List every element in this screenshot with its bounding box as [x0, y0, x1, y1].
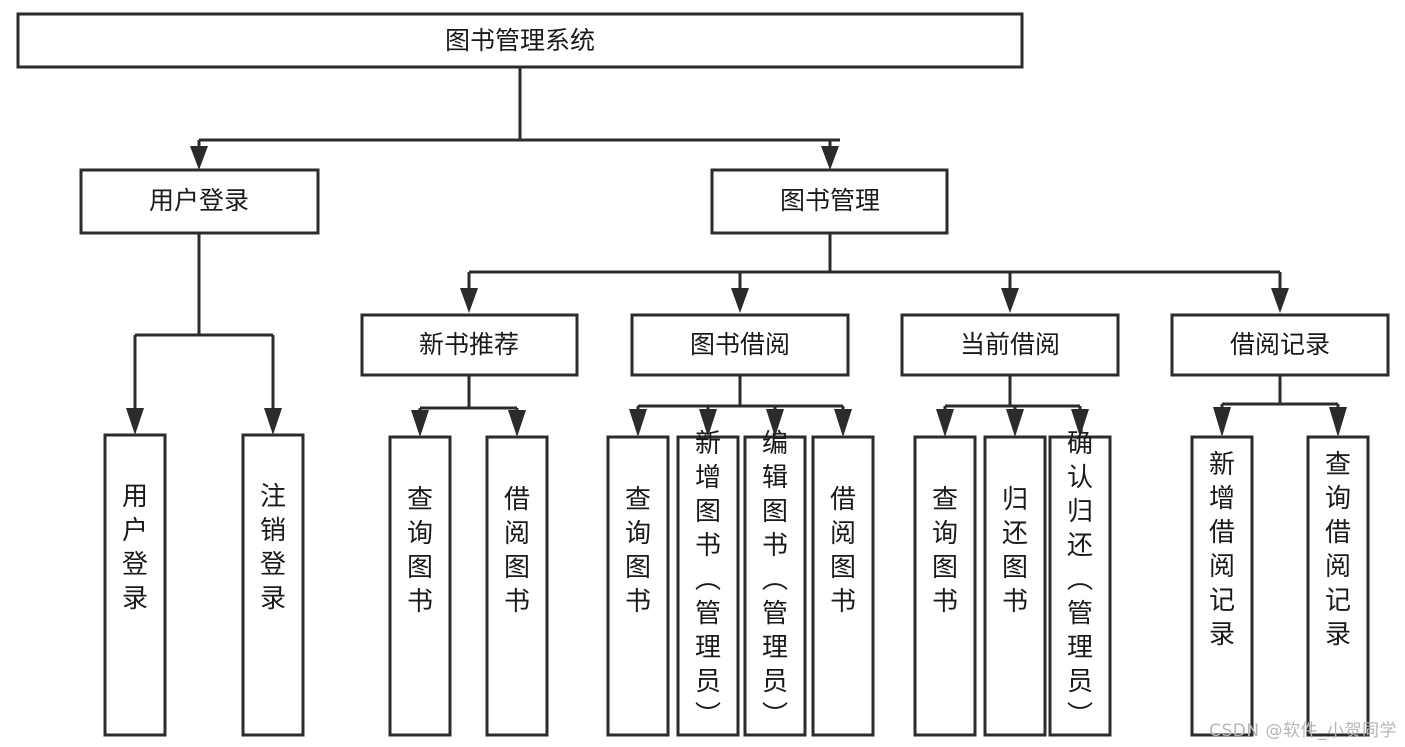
arrow-head-icon: [264, 408, 282, 435]
node-box: [900, 313, 1120, 377]
connector-root-to-level2: [190, 67, 840, 170]
node-box: [1170, 313, 1390, 377]
arrow-head-icon: [936, 409, 954, 437]
leaf-label-query-book-1: 查询图书: [407, 485, 433, 617]
node-box: [241, 433, 305, 737]
node-label-current-borrow: 当前借阅: [960, 330, 1060, 359]
leaf-label-borrow-book-1: 借阅图书: [504, 485, 530, 617]
node-box: [710, 168, 949, 235]
node-book-management[interactable]: 图书管理: [710, 168, 949, 235]
arrow-head-icon: [460, 288, 478, 313]
arrow-head-icon: [1329, 407, 1347, 437]
arrow-head-icon: [1213, 407, 1231, 437]
arrow-head-icon: [1271, 288, 1289, 313]
arrow-head-icon: [411, 410, 429, 437]
node-box: [1306, 435, 1370, 737]
node-label-borrow-record: 借阅记录: [1230, 330, 1330, 359]
arrow-head-icon: [1001, 288, 1019, 313]
node-new-book-recommend[interactable]: 新书推荐: [360, 313, 579, 377]
node-leaf-query-book-2[interactable]: 查询图书: [606, 435, 670, 737]
node-box: [630, 313, 850, 377]
node-box: [388, 435, 452, 737]
node-label-user-login: 用户登录: [149, 186, 249, 215]
leaf-label-user-login: 用户登录: [122, 482, 148, 614]
arrow-head-icon: [834, 409, 852, 437]
node-leaf-logout-login[interactable]: 注销登录: [241, 433, 305, 737]
leaf-label-return-book: 归还图书: [1002, 485, 1028, 617]
node-box: [606, 435, 670, 737]
leaf-label-query-book-3: 查询图书: [932, 485, 958, 617]
arrow-head-icon: [126, 408, 144, 435]
node-box: [983, 435, 1047, 737]
node-label-new-book-recommend: 新书推荐: [419, 330, 519, 359]
node-leaf-query-book-1[interactable]: 查询图书: [388, 435, 452, 737]
arrow-head-icon: [508, 410, 526, 437]
node-leaf-add-borrow-record[interactable]: 新增借阅记录: [1190, 435, 1254, 737]
node-leaf-return-book[interactable]: 归还图书: [983, 435, 1047, 737]
connector-currentborrow-to-leaves: [936, 375, 1089, 437]
arrow-head-icon: [1071, 409, 1089, 437]
arrow-head-icon: [731, 288, 749, 313]
node-leaf-add-book[interactable]: 新增图书︵管理员︶: [676, 429, 740, 737]
node-leaf-query-borrow-record[interactable]: 查询借阅记录: [1306, 435, 1370, 737]
arrow-head-icon: [190, 146, 208, 170]
node-leaf-borrow-book-2[interactable]: 借阅图书: [811, 435, 875, 737]
node-book-borrow[interactable]: 图书借阅: [630, 313, 850, 377]
leaf-label-add-borrow-record: 新增借阅记录: [1209, 450, 1235, 650]
node-leaf-query-book-3[interactable]: 查询图书: [913, 435, 977, 737]
node-box: [1048, 435, 1112, 737]
node-leaf-borrow-book-1[interactable]: 借阅图书: [485, 435, 549, 737]
arrow-head-icon: [766, 409, 784, 437]
node-leaf-user-login[interactable]: 用户登录: [103, 433, 167, 737]
node-box: [743, 435, 807, 737]
leaf-label-edit-book: 编辑图书︵管理员︶: [762, 429, 788, 731]
arrow-head-icon: [1006, 409, 1024, 437]
connector-userlogin-to-leaves: [126, 233, 282, 435]
arrow-head-icon: [821, 146, 839, 170]
connector-bookmgmt-to-level3: [460, 233, 1289, 313]
node-label-book-management: 图书管理: [780, 186, 880, 215]
leaf-label-logout-login: 注销登录: [260, 482, 286, 614]
leaf-label-borrow-book-2: 借阅图书: [830, 485, 856, 617]
node-box: [1190, 435, 1254, 737]
connector-bookborrow-to-leaves: [629, 375, 852, 437]
leaf-label-query-book-2: 查询图书: [625, 485, 651, 617]
node-label-book-borrow: 图书借阅: [690, 330, 790, 359]
connector-borrowrecord-to-leaves: [1213, 375, 1347, 437]
leaf-label-add-book: 新增图书︵管理员︶: [695, 429, 721, 731]
node-user-login[interactable]: 用户登录: [79, 168, 320, 235]
arrow-head-icon: [699, 409, 717, 437]
connector-newbook-to-leaves: [411, 375, 526, 437]
node-box: [485, 435, 549, 737]
leaf-label-confirm-return: 确认归还︵管理员︶: [1067, 429, 1093, 731]
node-borrow-record[interactable]: 借阅记录: [1170, 313, 1390, 377]
node-box: [16, 12, 1024, 69]
node-box: [360, 313, 579, 377]
node-box: [79, 168, 320, 235]
node-current-borrow[interactable]: 当前借阅: [900, 313, 1120, 377]
node-box: [103, 433, 167, 737]
leaf-label-query-borrow-record: 查询借阅记录: [1325, 450, 1351, 650]
node-root-book-management-system[interactable]: 图书管理系统: [16, 12, 1024, 69]
arrow-head-icon: [629, 409, 647, 437]
node-box: [913, 435, 977, 737]
node-box: [676, 435, 740, 737]
node-leaf-confirm-return[interactable]: 确认归还︵管理员︶: [1048, 429, 1112, 737]
node-box: [811, 435, 875, 737]
node-leaf-edit-book[interactable]: 编辑图书︵管理员︶: [743, 429, 807, 737]
node-label-root: 图书管理系统: [445, 26, 595, 55]
